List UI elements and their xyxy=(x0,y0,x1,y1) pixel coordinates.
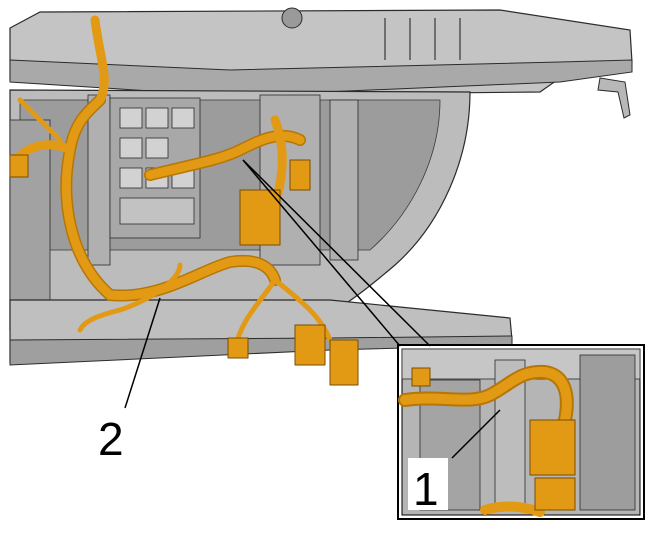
right-bracket xyxy=(597,77,631,119)
harness-branch-d xyxy=(17,97,63,143)
harness-lower-run xyxy=(105,256,280,301)
harness-branch-b xyxy=(272,277,333,343)
callout-1: 1 xyxy=(408,409,501,515)
callout-2-pointer xyxy=(124,297,161,409)
leader-line-lower xyxy=(242,159,401,347)
harness-main-loop xyxy=(61,95,115,300)
top-knob xyxy=(281,7,303,29)
rail-ribs xyxy=(384,18,461,60)
inset-connectors xyxy=(411,367,576,511)
callout-1-label: 1 xyxy=(413,463,439,515)
callout-2: 2 xyxy=(98,297,161,465)
leader-line-upper xyxy=(242,159,431,347)
harness-branch-c xyxy=(77,262,183,333)
connector-6 xyxy=(9,154,29,178)
connector-4 xyxy=(239,189,281,246)
connector-5 xyxy=(289,159,311,191)
seat-frame xyxy=(9,7,633,366)
inset-leader-lines xyxy=(242,159,431,347)
callout-2-label: 2 xyxy=(98,413,124,465)
connector-1 xyxy=(227,337,249,359)
callout-1-pointer xyxy=(451,409,501,459)
top-rail-face xyxy=(9,59,633,97)
callout-1-label-bg xyxy=(408,458,448,510)
connector-3 xyxy=(329,339,359,386)
connectors xyxy=(9,154,359,386)
wiring-harness xyxy=(9,15,359,386)
connector-2 xyxy=(294,324,326,366)
harness-top-branch xyxy=(90,15,109,105)
inset-structure xyxy=(401,348,641,511)
